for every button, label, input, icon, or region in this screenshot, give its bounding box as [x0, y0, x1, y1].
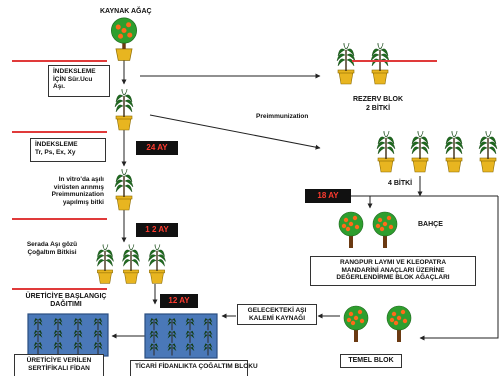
invitro-step-label: In vitro'da aşılı virüsten arınmış Preim…	[40, 176, 104, 206]
block-plant-icon	[53, 330, 63, 343]
block-plant-icon	[185, 343, 195, 356]
greenhouse-line: Çoğaltım Bitkisi	[27, 248, 77, 256]
invitro-plant-icon	[114, 168, 134, 211]
base-block-box: TEMEL BLOK	[340, 354, 402, 368]
base-block-tree-icon	[343, 305, 369, 342]
block-plant-icon	[203, 330, 213, 343]
four-plants-label: 4 BİTKİ	[388, 180, 413, 187]
block-plant-icon	[149, 343, 159, 356]
block-plant-icon	[93, 318, 103, 331]
invitro-line: virüsten arınmış	[53, 183, 104, 191]
indexing-line: Aşı.	[53, 83, 65, 90]
invitro-line: Preimmunization	[51, 191, 104, 198]
garden-tree-icon	[338, 211, 364, 248]
block-plant-icon	[185, 330, 195, 343]
separator-line	[12, 218, 107, 220]
reserve-line: REZERV BLOK	[352, 96, 404, 103]
tests-step-box: İNDEKSLEME Tr, Ps, Ex, Xy	[30, 138, 106, 162]
future-source-line: GELECEKTEKİ AŞI	[247, 307, 307, 314]
block-plant-icon	[53, 318, 63, 331]
duration-tag-12a: 1 2 AY	[136, 223, 178, 237]
invitro-line: In vitro'da aşılı	[58, 176, 104, 183]
garden-label: BAHÇE	[418, 221, 443, 228]
block-plant-icon	[203, 343, 213, 356]
block-plant-icon	[53, 342, 63, 355]
commercial-box: TİCARİ FİDANLIKTA ÇOĞALTIM BLOKU	[130, 360, 258, 376]
block-plant-icon	[203, 318, 213, 331]
arrow-index-to-four	[149, 114, 321, 150]
garden-tree-icon	[372, 211, 398, 248]
greenhouse-plant-icon	[148, 243, 166, 284]
flow-arrows	[111, 44, 499, 341]
greenhouse-plant-icon	[96, 243, 114, 284]
tests-line: İNDEKSLEME	[35, 141, 78, 148]
commercial-line: TİCARİ FİDANLIKTA ÇOĞALTIM BLOKU	[135, 363, 258, 370]
certified-box: ÜRETİCİYE VERİLEN SERTİFİKALI FİDAN	[14, 354, 104, 376]
block-plant-icon	[167, 343, 177, 356]
four-plant-icon	[478, 130, 498, 173]
separator-line	[12, 131, 107, 133]
reserve-block-label: REZERV BLOK 2 BİTKİ	[338, 95, 418, 113]
separator-line	[12, 288, 107, 290]
rootstock-line: RANGPUR LAYMI VE KLEOPATRA	[339, 259, 447, 266]
block-plant-icon	[73, 342, 83, 355]
reserve-plant-icon	[336, 42, 356, 85]
separator-line	[12, 60, 107, 62]
reserve-plant-icon	[370, 42, 390, 85]
indexed-plant-icon	[114, 88, 134, 131]
block-plant-icon	[93, 330, 103, 343]
future-source-box: GELECEKTEKİ AŞI KALEMİ KAYNAĞI	[237, 304, 317, 325]
four-plant-icon	[410, 130, 430, 173]
indexing-line: İÇİN Sür.Ucu	[53, 75, 93, 83]
base-block-label: TEMEL BLOK	[348, 357, 394, 364]
block-plant-icon	[93, 342, 103, 355]
source-tree-label: KAYNAK AĞAÇ	[100, 8, 152, 15]
future-source-line: KALEMİ KAYNAĞI	[248, 314, 306, 322]
block-plant-icon	[33, 330, 43, 343]
separator-line	[352, 60, 437, 62]
four-plant-icon	[444, 130, 464, 173]
duration-tag-12b: 12 AY	[160, 294, 198, 308]
greenhouse-step-label: Serada Aşı gözü Çoğaltım Bitkisi	[14, 241, 90, 256]
producer-step-label: ÜRETİCİYE BAŞLANGIÇ DAĞITIMI	[22, 293, 110, 308]
commercial-plant-block	[144, 313, 218, 359]
certified-plant-block	[27, 313, 109, 357]
block-plant-icon	[149, 330, 159, 343]
block-plant-icon	[185, 318, 195, 331]
invitro-line: yapılmış bitki	[62, 198, 104, 206]
four-plant-icon	[376, 130, 396, 173]
block-plant-icon	[73, 330, 83, 343]
block-plant-icon	[167, 330, 177, 343]
producer-line: ÜRETİCİYE BAŞLANGIÇ	[25, 293, 107, 300]
certified-line: ÜRETİCİYE VERİLEN	[26, 357, 92, 364]
plants	[27, 17, 498, 359]
indexing-line: İNDEKSLEME	[53, 68, 96, 75]
block-plant-icon	[149, 318, 159, 331]
greenhouse-line: Serada Aşı gözü	[26, 241, 78, 248]
connector-to-base-block	[419, 196, 499, 341]
producer-line: DAĞITIMI	[50, 300, 82, 308]
source-tree-icon	[111, 17, 137, 61]
rootstock-line: MANDARİNİ ANAÇLARI ÜZERİNE	[341, 266, 445, 274]
greenhouse-plant-icon	[122, 243, 140, 284]
block-plant-icon	[33, 318, 43, 331]
duration-tag-24: 24 AY	[136, 141, 178, 155]
rootstock-box: RANGPUR LAYMI VE KLEOPATRA MANDARİNİ ANA…	[310, 256, 476, 286]
reserve-line: 2 BİTKİ	[365, 105, 391, 112]
certified-line: SERTİFİKALI FİDAN	[28, 364, 90, 372]
duration-tag-18: 18 AY	[305, 189, 351, 203]
preimmunization-label: Preimmunization	[256, 113, 309, 120]
base-block-tree-icon	[386, 305, 412, 342]
block-plant-icon	[33, 342, 43, 355]
indexing-step-box: İNDEKSLEME İÇİN Sür.Ucu Aşı.	[48, 65, 110, 97]
tests-line: Tr, Ps, Ex, Xy	[35, 148, 76, 156]
rootstock-line: DEĞERLENDİRME BLOK AĞAÇLARI	[336, 274, 450, 281]
block-plant-icon	[73, 318, 83, 331]
block-plant-icon	[167, 318, 177, 331]
